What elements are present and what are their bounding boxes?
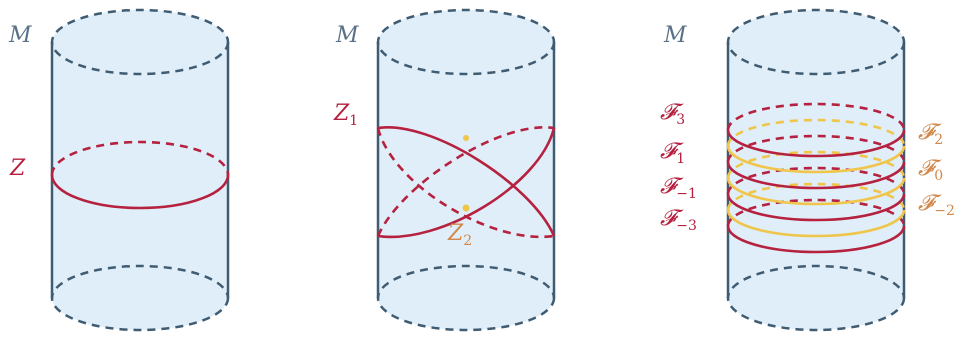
manifold-label: M [8,23,32,48]
leaf-f3-front-arc [726,129,906,158]
submanifold-label: Z [9,156,26,181]
intersection-point-back [463,135,469,141]
leaf-f-3-back-arc [726,198,906,227]
submanifold-z1 [376,126,556,239]
leaf-f1-front-arc [726,161,906,190]
foliation-labels-right: 𝓕2 𝓕0 𝓕−2 [918,120,955,219]
leaf-f0-back-arc [726,150,906,179]
leaf-label-f2: 𝓕2 [918,120,943,148]
z-back-arc [50,140,230,176]
cylinder-body [728,42,904,330]
cylinder-top-face [52,10,228,74]
leaf-f2-back-arc [726,118,906,147]
leaf-f0-front-arc [726,177,906,206]
cylinder-top-face [378,10,554,74]
panel-foliation: M 𝓕3 𝓕1 𝓕−1 𝓕−3 𝓕2 𝓕0 𝓕−2 [660,8,955,332]
submanifold-z [50,140,230,210]
z2-label: Z2 [447,221,472,249]
manifold-label: M [335,23,359,48]
leaf-label-f-2: 𝓕−2 [918,191,955,219]
leaf-label-f0: 𝓕0 [918,156,943,184]
cylinder-bottom-rim [726,264,906,332]
leaf-label-f3: 𝓕3 [660,100,685,128]
panel-single-submanifold: M Z [8,8,230,332]
cylinder-3 [726,8,906,332]
leaf-label-f-3: 𝓕−3 [660,206,697,234]
cylinder-2 [376,8,556,332]
leaf-f-1-back-arc [726,166,906,195]
cylinder-1 [50,8,230,332]
leaf-f-1-front-arc [726,193,906,222]
cylinder-bottom-rim [376,264,556,332]
foliation-labels-left: 𝓕3 𝓕1 𝓕−1 𝓕−3 [660,100,697,234]
panel-intersecting-submanifolds: M Z1 Z2 [333,8,556,332]
leaf-label-f-1: 𝓕−1 [660,174,697,202]
z1-curve-a-front [377,127,556,239]
leaf-f2-front-arc [726,145,906,174]
manifold-label: M [663,23,687,48]
z1-curve-b-front [377,126,556,237]
leaf-f-3-front-arc [726,225,906,254]
leaf-label-f1: 𝓕1 [660,139,685,167]
foliation-leaves [726,102,906,254]
leaf-f-2-back-arc [726,182,906,211]
z1-label: Z1 [333,101,358,129]
z-front-arc [50,174,230,210]
cylinder-body [378,42,554,330]
leaf-f-2-front-arc [726,209,906,238]
cylinder-body [52,42,228,330]
leaf-f3-back-arc [726,102,906,131]
cylinder-bottom-rim [50,264,230,332]
intersection-point-front [462,204,470,212]
cylinder-top-face [728,10,904,74]
leaf-f1-back-arc [726,134,906,163]
